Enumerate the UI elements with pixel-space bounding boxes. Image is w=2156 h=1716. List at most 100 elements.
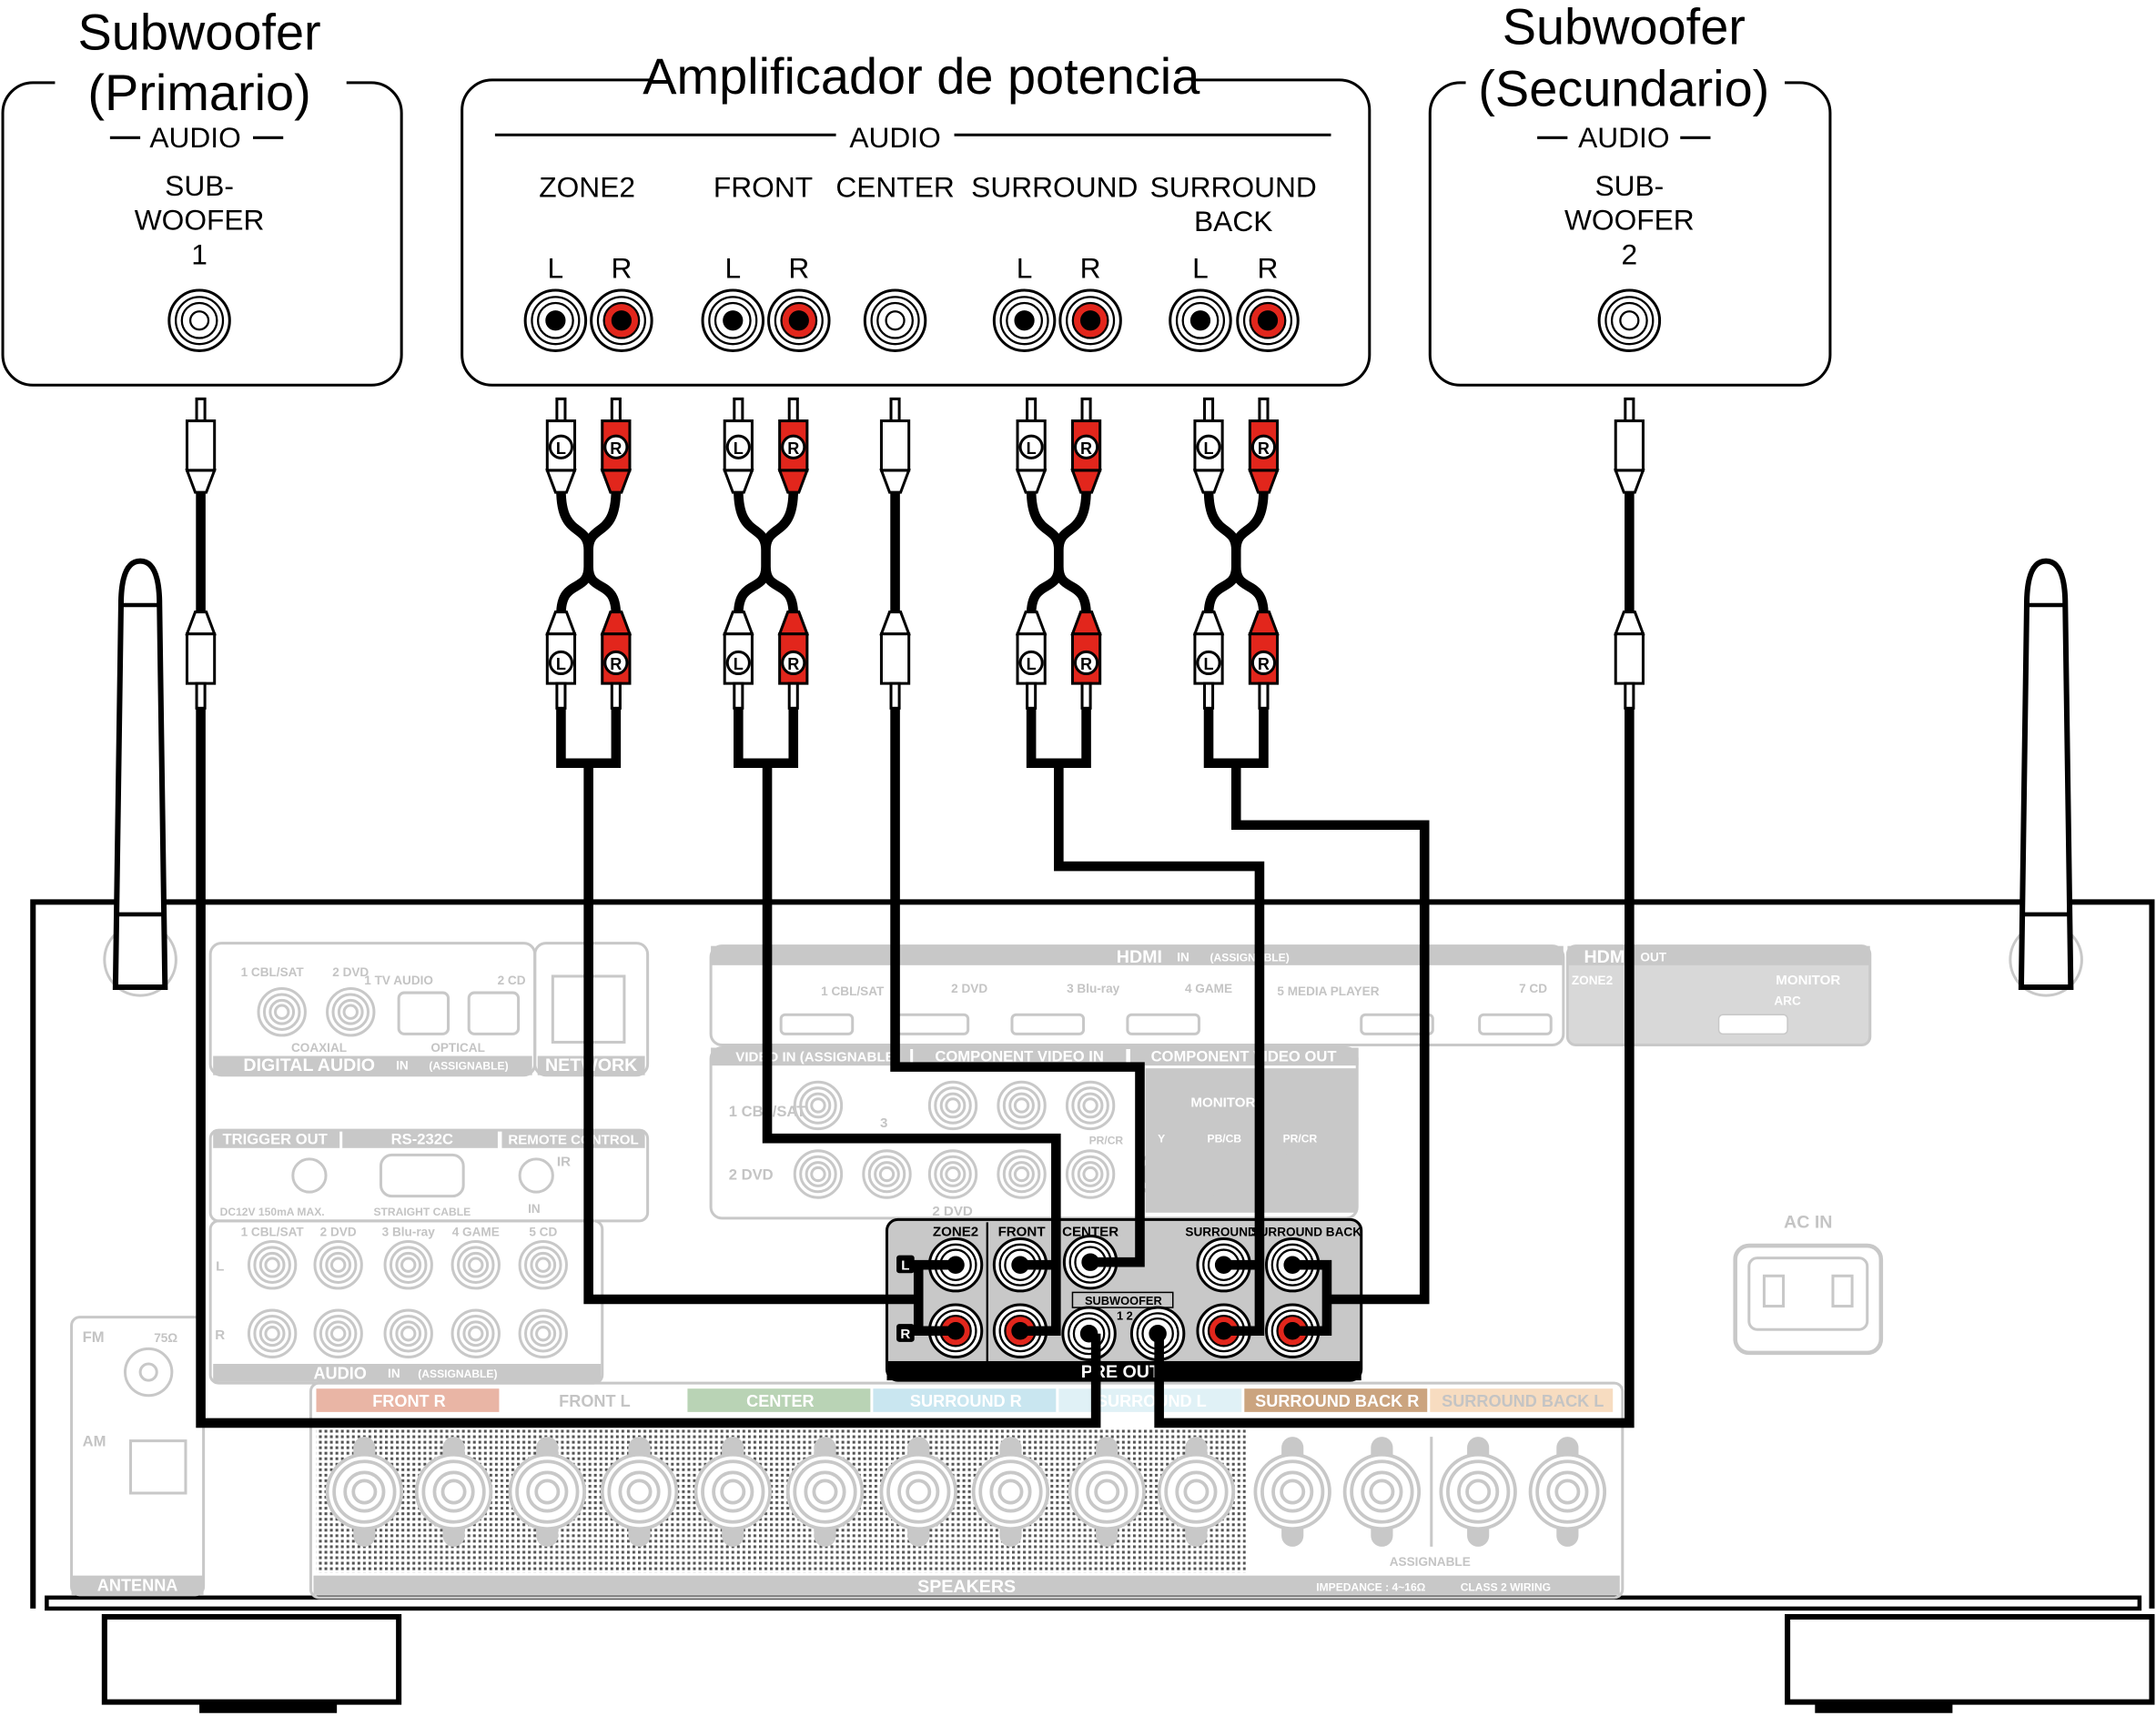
video-jack-icon-ring (1077, 1092, 1104, 1119)
rs232c-label: RS-232C (391, 1130, 453, 1147)
component-pb-label: PB/CB (1208, 1133, 1242, 1146)
terminal-ring (886, 1459, 951, 1524)
audio-in-tag: IN (388, 1367, 400, 1380)
amp-front-l-jack-icon-ring (708, 296, 758, 346)
cable-subwoofer-2 (1154, 708, 1635, 1428)
plug-label: R (1080, 439, 1092, 458)
subwoofer-tag-frame (1071, 1291, 1174, 1308)
plug-collar (1070, 611, 1102, 636)
video-jack-icon-ring (805, 1092, 832, 1119)
am-label: AM (83, 1433, 106, 1450)
rca-plug-icon (185, 611, 217, 710)
video-jack-icon-ring (1002, 1155, 1041, 1194)
plug-collar (879, 611, 911, 636)
amp-surround-back-r-jack-icon-ring (1242, 296, 1293, 346)
amp-front-r-jack-icon-core (788, 310, 809, 331)
subwoofer-secondary-port-label: 2 (1622, 237, 1638, 270)
plug-label: L (1027, 655, 1037, 673)
video-jack-icon-ring (1153, 1166, 1170, 1183)
plug-label: L (556, 655, 566, 673)
rca-plug-icon: L (723, 397, 754, 494)
video-jack-icon (1065, 1149, 1116, 1199)
audio-in-r-jack-icon-ring (264, 1326, 280, 1342)
trigger-jack-icon (291, 1157, 328, 1194)
video-jack-icon-ring (1149, 1161, 1176, 1187)
pre-out-l-badge (896, 1255, 915, 1274)
hdmi-in-label: HDMI (1117, 947, 1162, 967)
hdmi-port-icon (1126, 1013, 1200, 1035)
component-in-bar (913, 1047, 1127, 1066)
amp-zone2-r-jack-icon-ring (596, 296, 646, 346)
fm-jack-icon (123, 1347, 174, 1398)
channel-surround-back-label: SURROUND (1150, 170, 1317, 203)
coaxial-jack-icon-ring (268, 998, 296, 1025)
optical-port-icon (397, 991, 450, 1035)
plug-tip (1026, 397, 1038, 423)
speaker-label-tag (687, 1388, 871, 1412)
plug-tip (733, 681, 744, 710)
amp-center-jack-icon-core (885, 310, 906, 331)
audio-in-section: AUDIO IN (ASSIGNABLE) 1 CBL/SAT 2 DVD 3 … (208, 1219, 604, 1385)
audio-in-r-jack-icon-ring (524, 1314, 562, 1353)
amp-r-label: R (1080, 251, 1101, 284)
plug-label-badge (548, 650, 574, 676)
terminal-ring (1350, 1459, 1414, 1524)
terminal-ring (1465, 1479, 1492, 1505)
audio-in-l-jack-icon-ring (530, 1251, 557, 1278)
audio-in-bar (213, 1363, 602, 1382)
cable-surround (1026, 708, 1265, 1337)
digital-input-label: 1 CBL/SAT (241, 965, 305, 979)
video-jack-icon-ring (1013, 1166, 1030, 1183)
plug-label-badge (781, 434, 806, 459)
channel-surround-label: SURROUND (971, 170, 1138, 203)
amp-l-label: L (724, 251, 741, 284)
ac-inlet-icon (1733, 1243, 1884, 1356)
plug-label-badge (603, 650, 629, 676)
terminal-ring (812, 1479, 838, 1505)
remote-jack-icon (518, 1157, 554, 1194)
rca-plug-icon: R (1248, 611, 1280, 710)
plug-label: L (1027, 439, 1037, 458)
terminal-ring (534, 1479, 561, 1505)
audio-in-l-jack-icon-ring (462, 1251, 490, 1278)
optical-port-icon (467, 991, 521, 1035)
antenna-label: ANTENNA (97, 1576, 178, 1594)
plug-label: L (734, 439, 744, 458)
terminal-ring (1075, 1459, 1139, 1524)
video-jack-icon-ring (1071, 1086, 1109, 1125)
audio-in-r-jack-icon (450, 1308, 501, 1358)
video-jack-icon (927, 1149, 978, 1199)
rca-plug-icon: L (545, 397, 577, 494)
plug-tip (610, 681, 622, 710)
hdmi-input-label: 2 DVD (951, 982, 987, 995)
coaxial-jack-icon (326, 987, 376, 1037)
rca-plug-icon (1614, 611, 1645, 710)
plug-label-badge (1196, 650, 1221, 676)
terminal-ring (1535, 1459, 1600, 1524)
video-jack-icon-ring (1008, 1092, 1035, 1119)
pre-out-l-label: L (901, 1257, 909, 1273)
video-jack-icon (997, 1149, 1047, 1199)
pre-out-surround-label: SURROUND (1185, 1225, 1257, 1238)
digital-input-label: 1 TV AUDIO (364, 974, 433, 987)
terminal-ring (440, 1479, 467, 1505)
terminal-ring (712, 1470, 754, 1513)
ac-in-section: AC IN (1733, 1212, 1884, 1356)
subwoofer-secondary-port-label: SUB- (1594, 169, 1664, 202)
optical-label: OPTICAL (430, 1041, 485, 1055)
terminal-ring (1554, 1479, 1581, 1505)
speaker-label-tag (501, 1388, 685, 1412)
rca-plug-icon: R (600, 611, 633, 710)
plug-label: L (734, 655, 744, 673)
audio-in-l-jack-icon-ring (258, 1251, 286, 1278)
video-jack-icon (1065, 1080, 1116, 1131)
title-mask (652, 62, 1191, 98)
digital-audio-bar (213, 1055, 532, 1075)
amp-l-label: L (548, 251, 564, 284)
hdmi-out-arc: ARC (1774, 994, 1801, 1008)
plug-collar (723, 611, 754, 636)
plug-label: L (1203, 439, 1213, 458)
hdmi-in-assignable: (ASSIGNABLE) (1210, 951, 1290, 964)
component-in-label: COMPONENT VIDEO IN (935, 1048, 1104, 1065)
subwoofer-primary-subtitle: (Primario) (87, 64, 310, 121)
